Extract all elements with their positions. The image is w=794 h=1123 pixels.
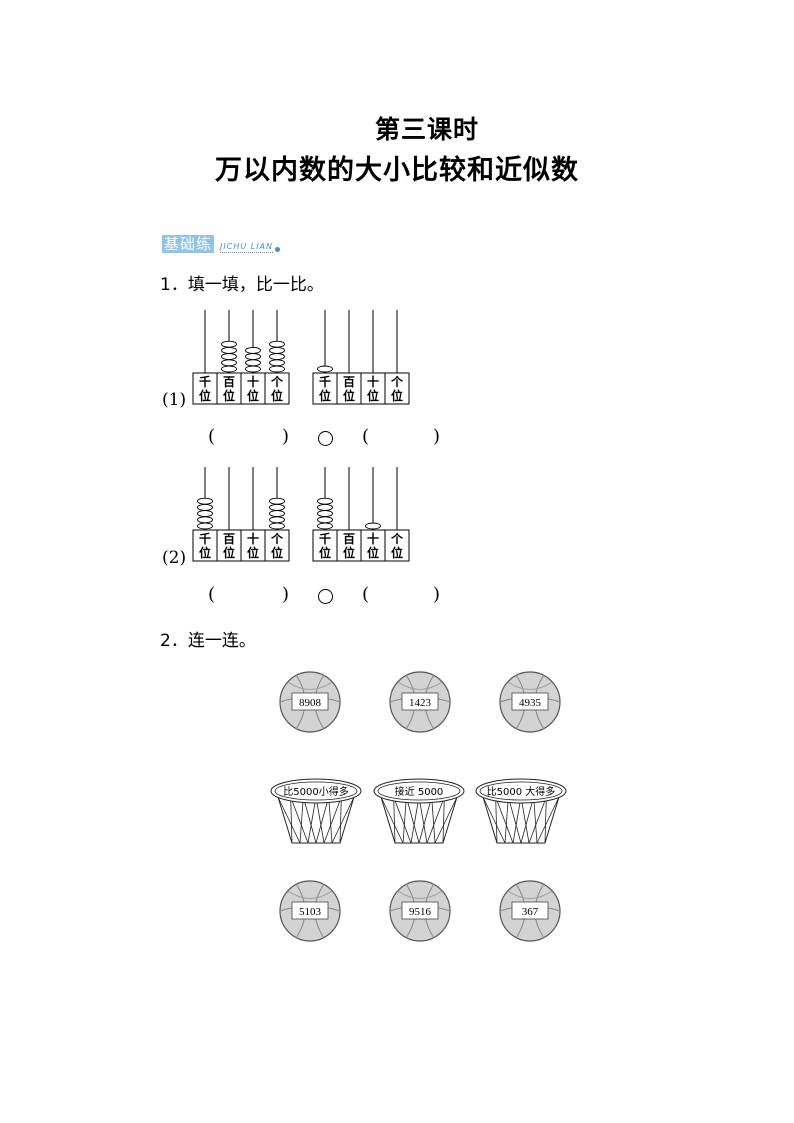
place-label-bottom: 位 — [199, 388, 211, 403]
place-label-top: 十 — [247, 531, 259, 546]
place-label-top: 百 — [343, 532, 355, 546]
place-label-top: 百 — [223, 532, 235, 546]
place-label-bottom: 位 — [367, 545, 379, 560]
place-label-bottom: 位 — [391, 545, 403, 560]
compare-circle-1[interactable] — [318, 431, 333, 446]
question-1-prompt: 1．填一填，比一比。 — [160, 275, 324, 295]
blank-4-open: ( — [362, 584, 370, 605]
ball-bottom-1[interactable]: 5103 — [279, 880, 341, 942]
ball-bottom-2[interactable]: 9516 — [389, 880, 451, 942]
place-label-bottom: 位 — [247, 388, 259, 403]
question-1-part-1-label: (1) — [162, 390, 187, 410]
section-dot-icon — [275, 247, 281, 252]
compare-circle-2[interactable] — [318, 589, 333, 604]
place-label-bottom: 位 — [343, 388, 355, 403]
basket-label: 比5000 大得多 — [487, 785, 556, 798]
question-1-part-2-label: (2) — [162, 548, 187, 568]
place-label-top: 十 — [367, 374, 379, 389]
section-label: 基础练 — [162, 235, 215, 253]
ball-number: 5103 — [299, 906, 322, 918]
place-label-bottom: 位 — [391, 388, 403, 403]
ball-number: 4935 — [519, 697, 542, 709]
place-label-top: 个 — [270, 531, 284, 546]
ball-top-2[interactable]: 1423 — [389, 671, 451, 733]
place-label-bottom: 位 — [343, 545, 355, 560]
abacus-bead — [269, 340, 285, 348]
blank-1-open: ( — [208, 426, 216, 447]
place-label-bottom: 位 — [223, 545, 235, 560]
place-label-bottom: 位 — [319, 545, 331, 560]
place-label-top: 百 — [223, 375, 235, 389]
place-label-top: 十 — [367, 531, 379, 546]
ball-top-1[interactable]: 8908 — [279, 671, 341, 733]
place-label-top: 个 — [390, 374, 404, 389]
page-title: 第三课时 — [374, 115, 479, 144]
place-label-top: 个 — [390, 531, 404, 546]
section-tag: 基础练 JICHU LIAN — [162, 233, 281, 253]
place-label-top: 十 — [247, 374, 259, 389]
question-2-prompt: 2．连一连。 — [160, 631, 256, 651]
place-label-bottom: 位 — [223, 388, 235, 403]
place-label-bottom: 位 — [199, 545, 211, 560]
place-label-bottom: 位 — [271, 545, 283, 560]
blank-4-close[interactable]: ) — [433, 584, 441, 605]
place-label-top: 千 — [199, 374, 211, 389]
blank-1-close[interactable]: ) — [282, 426, 290, 447]
ball-number: 8908 — [299, 697, 322, 709]
abacus-bead — [317, 365, 333, 373]
abacus-bead — [317, 497, 333, 505]
ball-top-3[interactable]: 4935 — [499, 671, 561, 733]
basket-label: 接近 5000 — [395, 785, 444, 798]
place-label-top: 千 — [319, 531, 331, 546]
abacus-bead — [365, 522, 381, 530]
basket-2[interactable]: 接近 5000 — [373, 778, 465, 844]
blank-2-open: ( — [362, 426, 370, 447]
place-label-bottom: 位 — [367, 388, 379, 403]
abacus-bead — [245, 346, 261, 354]
place-label-top: 千 — [319, 374, 331, 389]
place-label-top: 百 — [343, 375, 355, 389]
place-label-bottom: 位 — [319, 388, 331, 403]
place-label-bottom: 位 — [247, 545, 259, 560]
ball-bottom-3[interactable]: 367 — [499, 880, 561, 942]
place-label-bottom: 位 — [271, 388, 283, 403]
ball-number: 1423 — [409, 697, 432, 709]
blank-3-close[interactable]: ) — [282, 584, 290, 605]
blank-2-close[interactable]: ) — [433, 426, 441, 447]
question-1-part-2-answer-row: ( ) ( ) — [0, 584, 794, 610]
basket-label: 比5000小得多 — [283, 785, 348, 798]
place-label-top: 个 — [270, 374, 284, 389]
abacus-bead — [269, 497, 285, 505]
section-label-pinyin: JICHU LIAN — [220, 242, 274, 253]
page-subtitle: 万以内数的大小比较和近似数 — [215, 155, 579, 186]
place-label-top: 千 — [199, 531, 211, 546]
basket-1[interactable]: 比5000小得多 — [270, 778, 362, 844]
abacus-bead — [221, 340, 237, 348]
blank-3-open: ( — [208, 584, 216, 605]
abacus-bead — [197, 497, 213, 505]
basket-3[interactable]: 比5000 大得多 — [475, 778, 567, 844]
ball-number: 9516 — [409, 906, 432, 918]
ball-number: 367 — [522, 906, 539, 918]
question-1-part-1-answer-row: ( ) ( ) — [0, 426, 794, 452]
